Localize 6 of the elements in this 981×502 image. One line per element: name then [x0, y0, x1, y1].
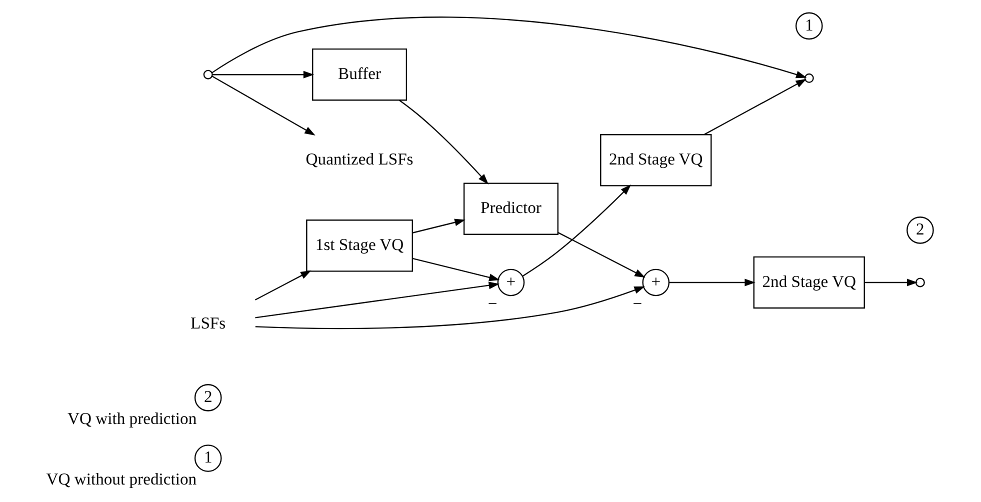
node-label: − [632, 294, 642, 313]
node-text: LSFs [190, 313, 226, 332]
node-label: VQ without prediction [46, 470, 197, 489]
node-label: − [488, 294, 498, 313]
node-label: VQ with prediction [68, 409, 197, 428]
node-text: Quantized LSFs [306, 150, 414, 169]
